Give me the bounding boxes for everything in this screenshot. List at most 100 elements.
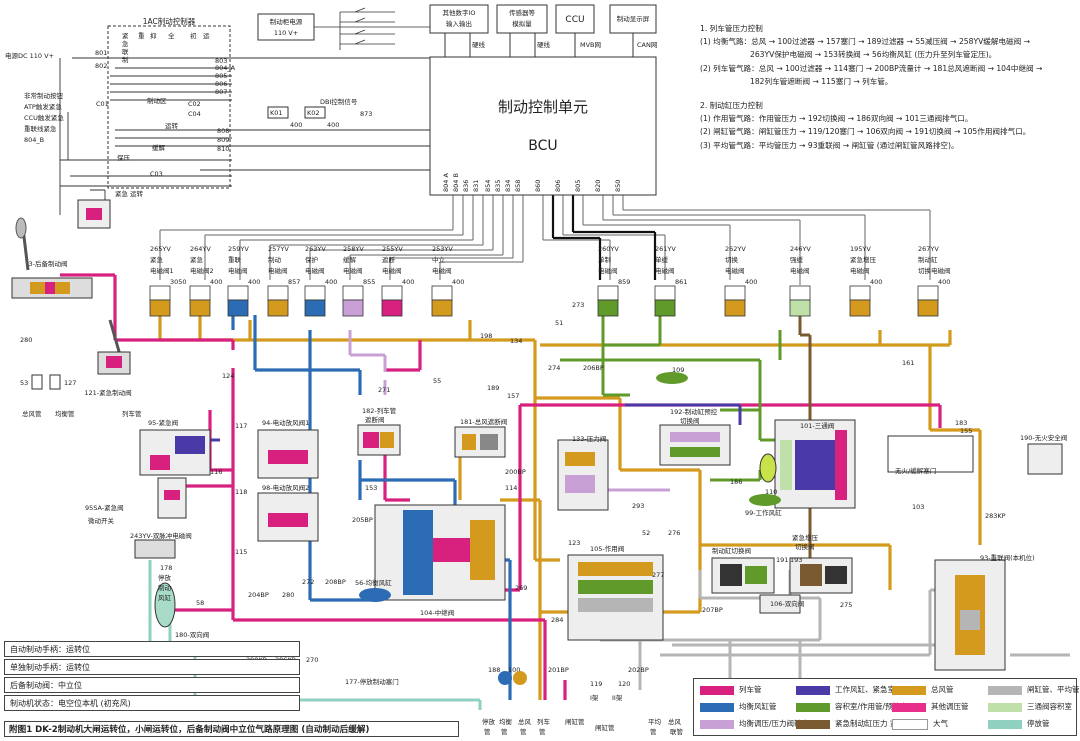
part-p182b: 遮断阀: [365, 415, 385, 424]
legend-label-0: 列车管: [739, 685, 762, 694]
bcu-port-6: 834: [504, 180, 512, 192]
bottom-pipe-2-l1: 总风: [518, 717, 532, 726]
solenoid-259YV-body: [227, 299, 249, 317]
solenoid-262YV-coil: [724, 285, 746, 301]
legend-swatch-11: [988, 719, 1022, 729]
bcu-port-3: 831: [472, 180, 480, 192]
solenoid-265YV-body: [149, 299, 171, 317]
legend-label-7: 三通阀容积室: [1027, 702, 1072, 711]
solenoid-267YV-line1: 制动缸: [918, 255, 938, 264]
bcu-port-0: 804 A: [442, 173, 450, 192]
annotation-line-0: 1. 列车管压力控制: [700, 24, 763, 33]
part-p_186: 186: [730, 478, 742, 486]
number-153: 153: [365, 484, 377, 492]
pipe-network: [59, 57, 1070, 710]
solenoid-264YV-coil: [189, 285, 211, 301]
display-box: [609, 4, 657, 34]
annotation-line-3: (2) 列车管气路：总风 → 100过滤器 → 114塞门 → 200BP流量计…: [700, 63, 1043, 73]
number-271: 271: [378, 386, 390, 394]
bottom-pipe-5-l1: 平均: [648, 717, 662, 726]
part-p178: 178: [160, 564, 172, 572]
number-115: 115: [235, 548, 247, 556]
solenoid-264YV-num: 400: [210, 278, 222, 286]
solenoid-257YV-num: 857: [288, 278, 300, 286]
k02-box: [304, 106, 326, 119]
legend-label-10: 大气: [933, 719, 948, 728]
controller-col-2: 抑: [150, 31, 157, 40]
number-275: 275: [840, 601, 852, 609]
top-links: [444, 33, 634, 57]
filter-127: [49, 374, 61, 390]
legend-item-8: 均衡调压/压力阀输出: [700, 718, 809, 729]
number-274: 274: [548, 364, 560, 372]
legend-item-6: 其他调压管: [892, 701, 969, 712]
part-p_em_sw: 紧急增压: [792, 533, 819, 542]
bcu-port-2: 836: [462, 180, 470, 192]
number-200BP: 200BP: [505, 468, 526, 476]
valve-53-label: 53: [20, 379, 28, 387]
number-202BP: 202BP: [628, 666, 649, 674]
legend-swatch-10: [892, 718, 928, 730]
eq-reservoir-56: [359, 588, 391, 602]
number-293: 293: [632, 502, 644, 510]
emergency-brake-valve: [97, 319, 131, 375]
solenoid-253YV-coil: [431, 285, 453, 301]
solenoid-262YV-body: [724, 299, 746, 317]
solenoid-259YV-line2: 电磁阀: [228, 266, 248, 275]
legend-item-7: 三通阀容积室: [988, 701, 1072, 712]
solenoid-246YV-line2: 电磁阀: [790, 266, 810, 275]
cab-power-label: 制动柜电源: [270, 17, 303, 26]
part-p_191: 191: [776, 556, 788, 564]
part-p182: 182-列车管: [362, 406, 397, 415]
hardwire-label-2: 硬线: [537, 40, 551, 49]
wire-802: 802: [95, 62, 107, 70]
status-indep-handle: 单独制动手柄：运转位: [4, 659, 300, 675]
bottom-pipe-6-l2: 联管: [670, 727, 684, 736]
number-58: 58: [196, 599, 204, 607]
k02-value: 400: [327, 121, 339, 129]
solenoid-267YV-line2: 切换电磁阀: [918, 266, 951, 275]
solenoid-258YV-body: [342, 299, 364, 317]
bcu-port-4: 854: [484, 180, 492, 192]
solenoid-267YV-coil: [917, 285, 939, 301]
part-p99: 99-工作风缸: [745, 508, 782, 517]
components: [134, 372, 1063, 671]
number-103: 103: [912, 503, 924, 511]
solenoid-262YV-line1: 切换: [725, 255, 739, 264]
sensor-box: [496, 4, 548, 34]
emergency-switch-core: [86, 208, 102, 220]
bcu-port-11: 820: [594, 180, 602, 192]
part-p_193: 193: [790, 556, 802, 564]
cab-power-box: [257, 13, 315, 41]
sensor-box-label-2: 模拟量: [512, 19, 532, 28]
bcu-port-9: 806: [554, 180, 562, 192]
filter-53: [31, 374, 43, 390]
legend-label-1: 工作风缸、紧急室: [835, 685, 895, 694]
bottom-pipe-6-l1: 总风: [668, 717, 682, 726]
part-labels: 95-紧急阀95SA-紧急阀微动开关94-电动放风阀198-电动放风阀2182-…: [85, 366, 1067, 686]
solenoid-253YV-line2: 电磁阀: [432, 266, 452, 275]
legend-label-9: 紧急制动缸压力 紧急增压管: [835, 719, 928, 728]
solenoid-261YV-body: [654, 299, 676, 317]
legend-item-0: 列车管: [700, 684, 762, 695]
part-p243: 243YV-双脉冲电磁阀: [130, 531, 192, 540]
number-208BP: 208BP: [325, 578, 346, 586]
solenoid-253YV-name: 253YV: [432, 245, 453, 253]
solenoid-260YV-coil: [597, 285, 619, 301]
backup-brake-valve: [11, 217, 93, 299]
solenoid-258YV-name: 258YV: [343, 245, 364, 253]
number-114: 114: [505, 484, 517, 492]
number-116: 116: [210, 468, 222, 476]
number-201BP: 201BP: [548, 666, 569, 674]
bottom-pipe-5-l2: 管: [650, 727, 657, 736]
no-fire-valve-190: [1027, 443, 1063, 475]
solenoid-260YV-name: 260YV: [598, 245, 619, 253]
bottom-pipe-3-l2: 管: [539, 727, 546, 736]
legend-swatch-3: [988, 685, 1022, 695]
zone-brake-label: 制动区: [147, 96, 167, 105]
valve-280-label: 280: [20, 336, 32, 344]
number-52: 52: [642, 529, 650, 537]
wire-805: 805: [215, 72, 227, 80]
part-p_fire: 无火/缓解塞门: [895, 466, 936, 475]
